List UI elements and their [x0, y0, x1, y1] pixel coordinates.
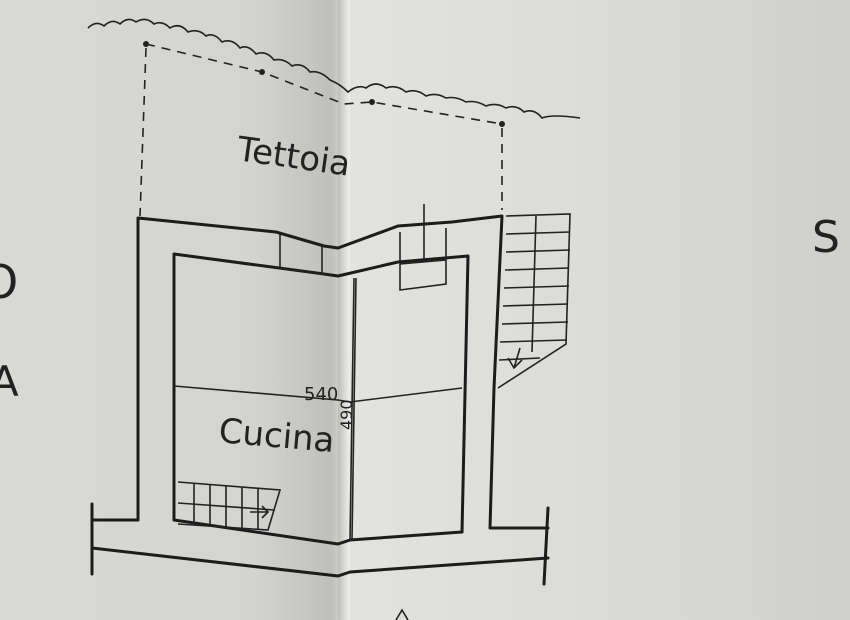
- roof-label: Tettoia: [234, 129, 353, 185]
- roof-point-2: [259, 69, 265, 75]
- kitchen-label: Cucina: [217, 411, 336, 461]
- dimension-width: 540: [304, 384, 338, 405]
- interior-line-horizontal: [173, 385, 463, 403]
- outer-wall: [90, 214, 550, 530]
- inner-bottom-wall: [172, 518, 464, 546]
- paper-fold: [338, 0, 350, 620]
- edge-letter-right: S: [812, 212, 840, 263]
- edge-letter-left-bottom: A: [0, 357, 19, 406]
- roof-point-4: [499, 121, 505, 127]
- foundation-top: [90, 546, 550, 578]
- door-top-right: [399, 204, 447, 291]
- roof-point-1: [143, 41, 149, 47]
- dimension-depth: 490: [337, 399, 356, 430]
- edge-letter-left-top: O: [0, 255, 18, 309]
- foundation-right-tick: [542, 506, 550, 586]
- interior-staircase: [177, 481, 282, 531]
- roof-point-3: [369, 99, 375, 105]
- roof-support-left: [139, 47, 147, 217]
- interior-wall-vertical: [349, 277, 357, 541]
- roof-dashed-outline: [145, 43, 503, 125]
- window-top: [279, 234, 323, 275]
- exterior-staircase: [497, 213, 571, 389]
- bottom-arrow-mark: [395, 608, 409, 620]
- terrain-line: [87, 18, 581, 119]
- inner-wall: [172, 252, 470, 534]
